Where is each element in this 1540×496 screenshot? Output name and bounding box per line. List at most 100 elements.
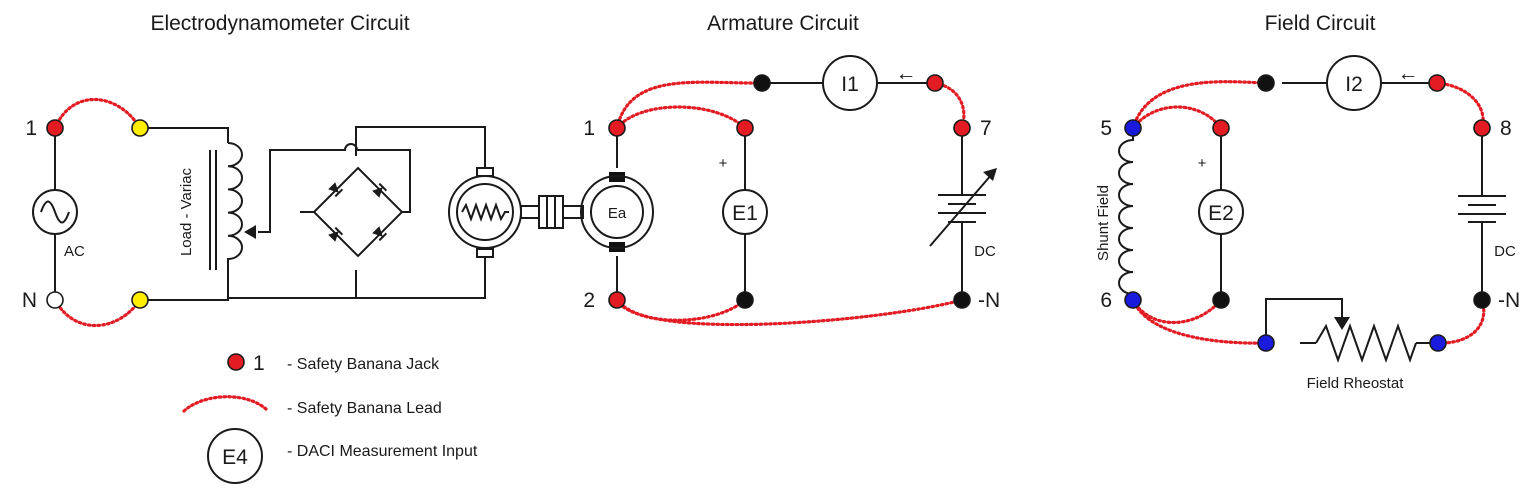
jack-blue[interactable] xyxy=(1257,334,1275,352)
jack-yellow[interactable] xyxy=(131,119,149,137)
legend-jack-red xyxy=(227,353,245,371)
terminal-label-1: 1 xyxy=(583,117,595,140)
ac-sine-icon xyxy=(40,200,70,224)
jack-red[interactable] xyxy=(46,119,64,137)
terminal-label-1: 1 xyxy=(25,117,37,140)
legend-measurement-input-text: - DACI Measurement Input xyxy=(287,443,478,460)
jack-blue[interactable] xyxy=(1124,291,1142,309)
variable-arrow-head-icon xyxy=(983,168,997,181)
dynamometer-machine-inner xyxy=(456,183,514,241)
current-arrow-icon: ← xyxy=(896,62,917,85)
legend-jack-number: 1 xyxy=(253,352,265,375)
jack-red[interactable] xyxy=(736,119,754,137)
shunt-field-coil xyxy=(1118,128,1134,300)
jack-red[interactable] xyxy=(1428,74,1446,92)
legend-measurement-input-symbol xyxy=(207,428,263,484)
title-armature-circuit: Armature Circuit xyxy=(707,12,859,35)
wire xyxy=(228,270,357,299)
jack-black[interactable] xyxy=(1257,74,1275,92)
dynamometer-brush xyxy=(476,167,494,177)
title-electrodynamometer-circuit: Electrodynamometer Circuit xyxy=(150,12,409,35)
armature-circuit: Ea E1 + I1 ← DC 1 2 7 -N xyxy=(580,55,1000,312)
voltmeter-e2 xyxy=(1198,189,1244,235)
jack-red[interactable] xyxy=(608,119,626,137)
rheostat-wiper-arrow-icon xyxy=(1334,317,1350,330)
ammeter-i1 xyxy=(822,55,878,111)
jack-black[interactable] xyxy=(953,291,971,309)
banana-lead xyxy=(1131,298,1268,345)
wire xyxy=(355,126,486,168)
bridge-rectifier xyxy=(312,166,404,258)
terminal-label-8: 8 xyxy=(1500,117,1512,140)
dynamometer-machine xyxy=(448,175,522,249)
banana-lead xyxy=(615,105,747,130)
jack-red[interactable] xyxy=(1473,119,1491,137)
wire xyxy=(1265,298,1343,343)
banana-lead xyxy=(1131,80,1268,130)
terminal-label-2: 2 xyxy=(583,289,595,312)
jack-black[interactable] xyxy=(753,74,771,92)
dynamometer-brush xyxy=(476,248,494,258)
terminal-label-6: 6 xyxy=(1100,289,1112,312)
banana-lead xyxy=(615,80,764,130)
legend-lead-sample xyxy=(182,395,270,413)
jack-red[interactable] xyxy=(1212,119,1230,137)
dc-source-label: DC xyxy=(1494,243,1516,260)
banana-lead xyxy=(1435,81,1485,130)
jack-red[interactable] xyxy=(608,291,626,309)
wire xyxy=(140,276,229,301)
variable-arrow-icon xyxy=(929,173,993,247)
dc-motor-inner xyxy=(590,185,644,239)
dc-motor xyxy=(580,175,654,249)
jack-black[interactable] xyxy=(736,291,754,309)
banana-lead xyxy=(1131,105,1223,130)
ac-source-label: AC xyxy=(64,243,85,260)
jack-blue[interactable] xyxy=(1124,119,1142,137)
voltmeter-e1-label: E1 xyxy=(732,202,758,225)
motor-label: Ea xyxy=(608,205,627,222)
banana-lead xyxy=(615,298,964,327)
banana-lead xyxy=(53,97,142,130)
legend: 1 - Safety Banana Jack - Safety Banana L… xyxy=(182,352,478,484)
rheostat-label: Field Rheostat xyxy=(1307,375,1405,392)
plus-sign: + xyxy=(1198,155,1207,172)
voltmeter-e1 xyxy=(722,189,768,235)
ac-source-symbol xyxy=(32,189,78,235)
ammeter-i2 xyxy=(1326,55,1382,111)
shaft-coupling xyxy=(562,205,584,219)
terminal-label-neg-n: -N xyxy=(1498,289,1520,312)
variac-wiper-arrow-icon xyxy=(244,225,256,239)
wire xyxy=(355,256,486,299)
jack-black[interactable] xyxy=(1473,291,1491,309)
jacks xyxy=(46,74,1491,352)
jack-red[interactable] xyxy=(926,74,944,92)
terminal-label-neg-n: -N xyxy=(978,289,1000,312)
variac-coil xyxy=(227,142,243,276)
jack-yellow[interactable] xyxy=(131,291,149,309)
banana-lead xyxy=(615,298,747,322)
field-circuit: Shunt Field E2 + I2 ← DC Field Rheostat … xyxy=(1095,55,1520,392)
terminal-label-5: 5 xyxy=(1100,117,1112,140)
voltmeter-e2-label: E2 xyxy=(1208,202,1234,225)
shunt-field-label: Shunt Field xyxy=(1095,185,1112,261)
jack-blue[interactable] xyxy=(1429,334,1447,352)
jack-white[interactable] xyxy=(46,291,64,309)
jack-red[interactable] xyxy=(953,119,971,137)
ammeter-i2-label: I2 xyxy=(1345,73,1363,96)
dynamometer-resistor-icon xyxy=(461,202,509,222)
shaft-coupling xyxy=(538,195,564,229)
banana-lead xyxy=(53,298,142,328)
banana-lead xyxy=(1131,298,1223,324)
electrodynamometer-circuit: AC Load - Variac xyxy=(32,126,584,301)
wire xyxy=(140,127,229,143)
jack-black[interactable] xyxy=(1212,291,1230,309)
dc-source-label: DC xyxy=(974,243,996,260)
title-field-circuit: Field Circuit xyxy=(1265,12,1376,35)
legend-lead-text: - Safety Banana Lead xyxy=(287,400,442,417)
legend-measurement-input-label: E4 xyxy=(222,446,248,469)
legend-jack-text: - Safety Banana Jack xyxy=(287,356,440,373)
current-arrow-icon: ← xyxy=(1398,62,1419,85)
shaft-coupling xyxy=(520,205,540,219)
variac-label: Load - Variac xyxy=(178,167,195,256)
